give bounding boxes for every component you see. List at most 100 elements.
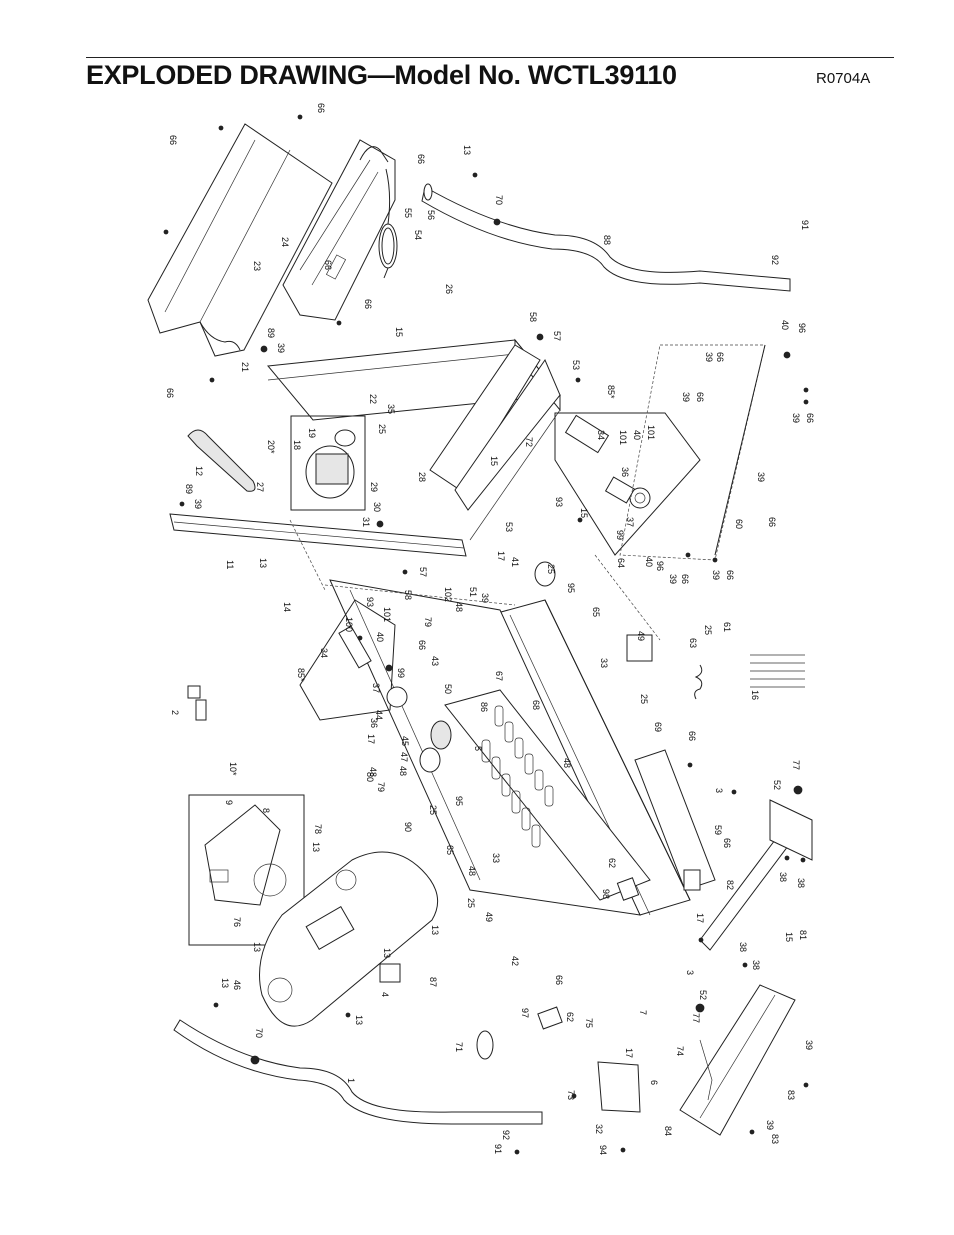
callout-66: 66 — [695, 392, 705, 402]
callout-36: 36 — [620, 467, 630, 477]
callout-50: 50 — [443, 684, 453, 694]
callout-87: 87 — [428, 977, 438, 987]
callout-40: 40 — [780, 320, 790, 330]
console-callout — [188, 794, 305, 946]
callout-39: 39 — [276, 343, 286, 353]
rear-leg — [699, 799, 813, 951]
callout-101: 101 — [382, 607, 392, 622]
callout-58: 58 — [528, 312, 538, 322]
callout-37: 37 — [371, 683, 381, 693]
callout-17: 17 — [366, 734, 376, 744]
callout-7: 7 — [638, 1010, 648, 1015]
callout-65: 65 — [445, 845, 455, 855]
callout-56: 56 — [426, 210, 436, 220]
callout-66: 66 — [416, 154, 426, 164]
callout-18: 18 — [292, 440, 302, 450]
callout-22: 22 — [368, 394, 378, 404]
callout-38: 38 — [751, 960, 761, 970]
front-roller — [419, 561, 556, 773]
callout-13: 13 — [430, 925, 440, 935]
right-handrail — [421, 183, 791, 292]
callout-6: 6 — [649, 1080, 659, 1085]
callout-59: 59 — [713, 825, 723, 835]
callout-39: 39 — [791, 413, 801, 423]
callout-79: 79 — [423, 617, 433, 627]
callout-41: 41 — [510, 557, 520, 567]
callout-66: 66 — [316, 103, 326, 113]
callout-48: 48 — [398, 766, 408, 776]
callout-53: 53 — [504, 522, 514, 532]
callout-28: 28 — [417, 472, 427, 482]
callout-47: 47 — [399, 752, 409, 762]
callout-90: 90 — [403, 822, 413, 832]
callout-49: 49 — [636, 631, 646, 641]
callout-77: 77 — [691, 1013, 701, 1023]
callout-40: 40 — [632, 430, 642, 440]
callout-25: 25 — [466, 898, 476, 908]
callout-21: 21 — [240, 362, 250, 372]
callout-52: 52 — [698, 990, 708, 1000]
callout-66: 66 — [715, 352, 725, 362]
callout-71: 71 — [454, 1042, 464, 1052]
callout-73: 73 — [566, 1090, 576, 1100]
walking-deck — [329, 579, 691, 916]
callout-39: 39 — [480, 593, 490, 603]
callout-48: 48 — [368, 767, 378, 777]
callout-36: 36 — [369, 718, 379, 728]
callout-17: 17 — [695, 913, 705, 923]
callout-66: 66 — [687, 731, 697, 741]
callout-79: 79 — [376, 782, 386, 792]
callout-3: 3 — [685, 970, 695, 975]
callout-76: 76 — [232, 917, 242, 927]
callout-31: 31 — [361, 517, 371, 527]
callout-89: 89 — [266, 328, 276, 338]
callout-100: 100 — [344, 617, 354, 632]
callout-86: 86 — [479, 702, 489, 712]
callout-13: 13 — [220, 978, 230, 988]
callout-83: 83 — [786, 1090, 796, 1100]
callout-69: 69 — [653, 722, 663, 732]
callout-57: 57 — [418, 567, 428, 577]
callout-48: 48 — [562, 758, 572, 768]
callout-12: 12 — [194, 466, 204, 476]
callout-30: 30 — [372, 502, 382, 512]
callout-95: 95 — [454, 796, 464, 806]
callout-23: 23 — [252, 261, 262, 271]
callout-10: 10* — [228, 762, 238, 776]
callout-54: 54 — [413, 230, 423, 240]
callout-26: 26 — [444, 284, 454, 294]
callout-91: 91 — [493, 1144, 503, 1154]
callout-74: 74 — [675, 1046, 685, 1056]
callout-27: 27 — [255, 482, 265, 492]
callout-95: 95 — [566, 583, 576, 593]
callout-66: 66 — [805, 413, 815, 423]
callout-70: 70 — [494, 195, 504, 205]
callout-91: 91 — [800, 220, 810, 230]
callout-61: 61 — [722, 622, 732, 632]
callout-84: 84 — [663, 1126, 673, 1136]
callout-15: 15 — [784, 932, 794, 942]
callout-13: 13 — [258, 558, 268, 568]
callout-16: 16 — [750, 690, 760, 700]
callout-11: 11 — [225, 560, 235, 569]
callout-3: 3 — [714, 788, 724, 793]
callout-44: 44 — [374, 710, 384, 720]
callout-39: 39 — [711, 570, 721, 580]
callout-65: 65 — [591, 607, 601, 617]
callout-66: 66 — [168, 135, 178, 145]
callout-77: 77 — [791, 760, 801, 770]
callout-93: 93 — [365, 597, 375, 607]
callout-39: 39 — [668, 574, 678, 584]
callout-98: 98 — [601, 889, 611, 899]
callout-66: 66 — [363, 299, 373, 309]
callout-25: 25 — [428, 805, 438, 815]
callout-60: 60 — [734, 519, 744, 529]
callout-85: 85* — [296, 668, 306, 682]
callout-33: 33 — [491, 853, 501, 863]
callout-15: 15 — [489, 456, 499, 466]
callout-9: 9 — [224, 800, 234, 805]
callout-40: 40 — [644, 557, 654, 567]
callout-13: 13 — [462, 145, 472, 155]
left-roller-callout — [299, 599, 408, 721]
